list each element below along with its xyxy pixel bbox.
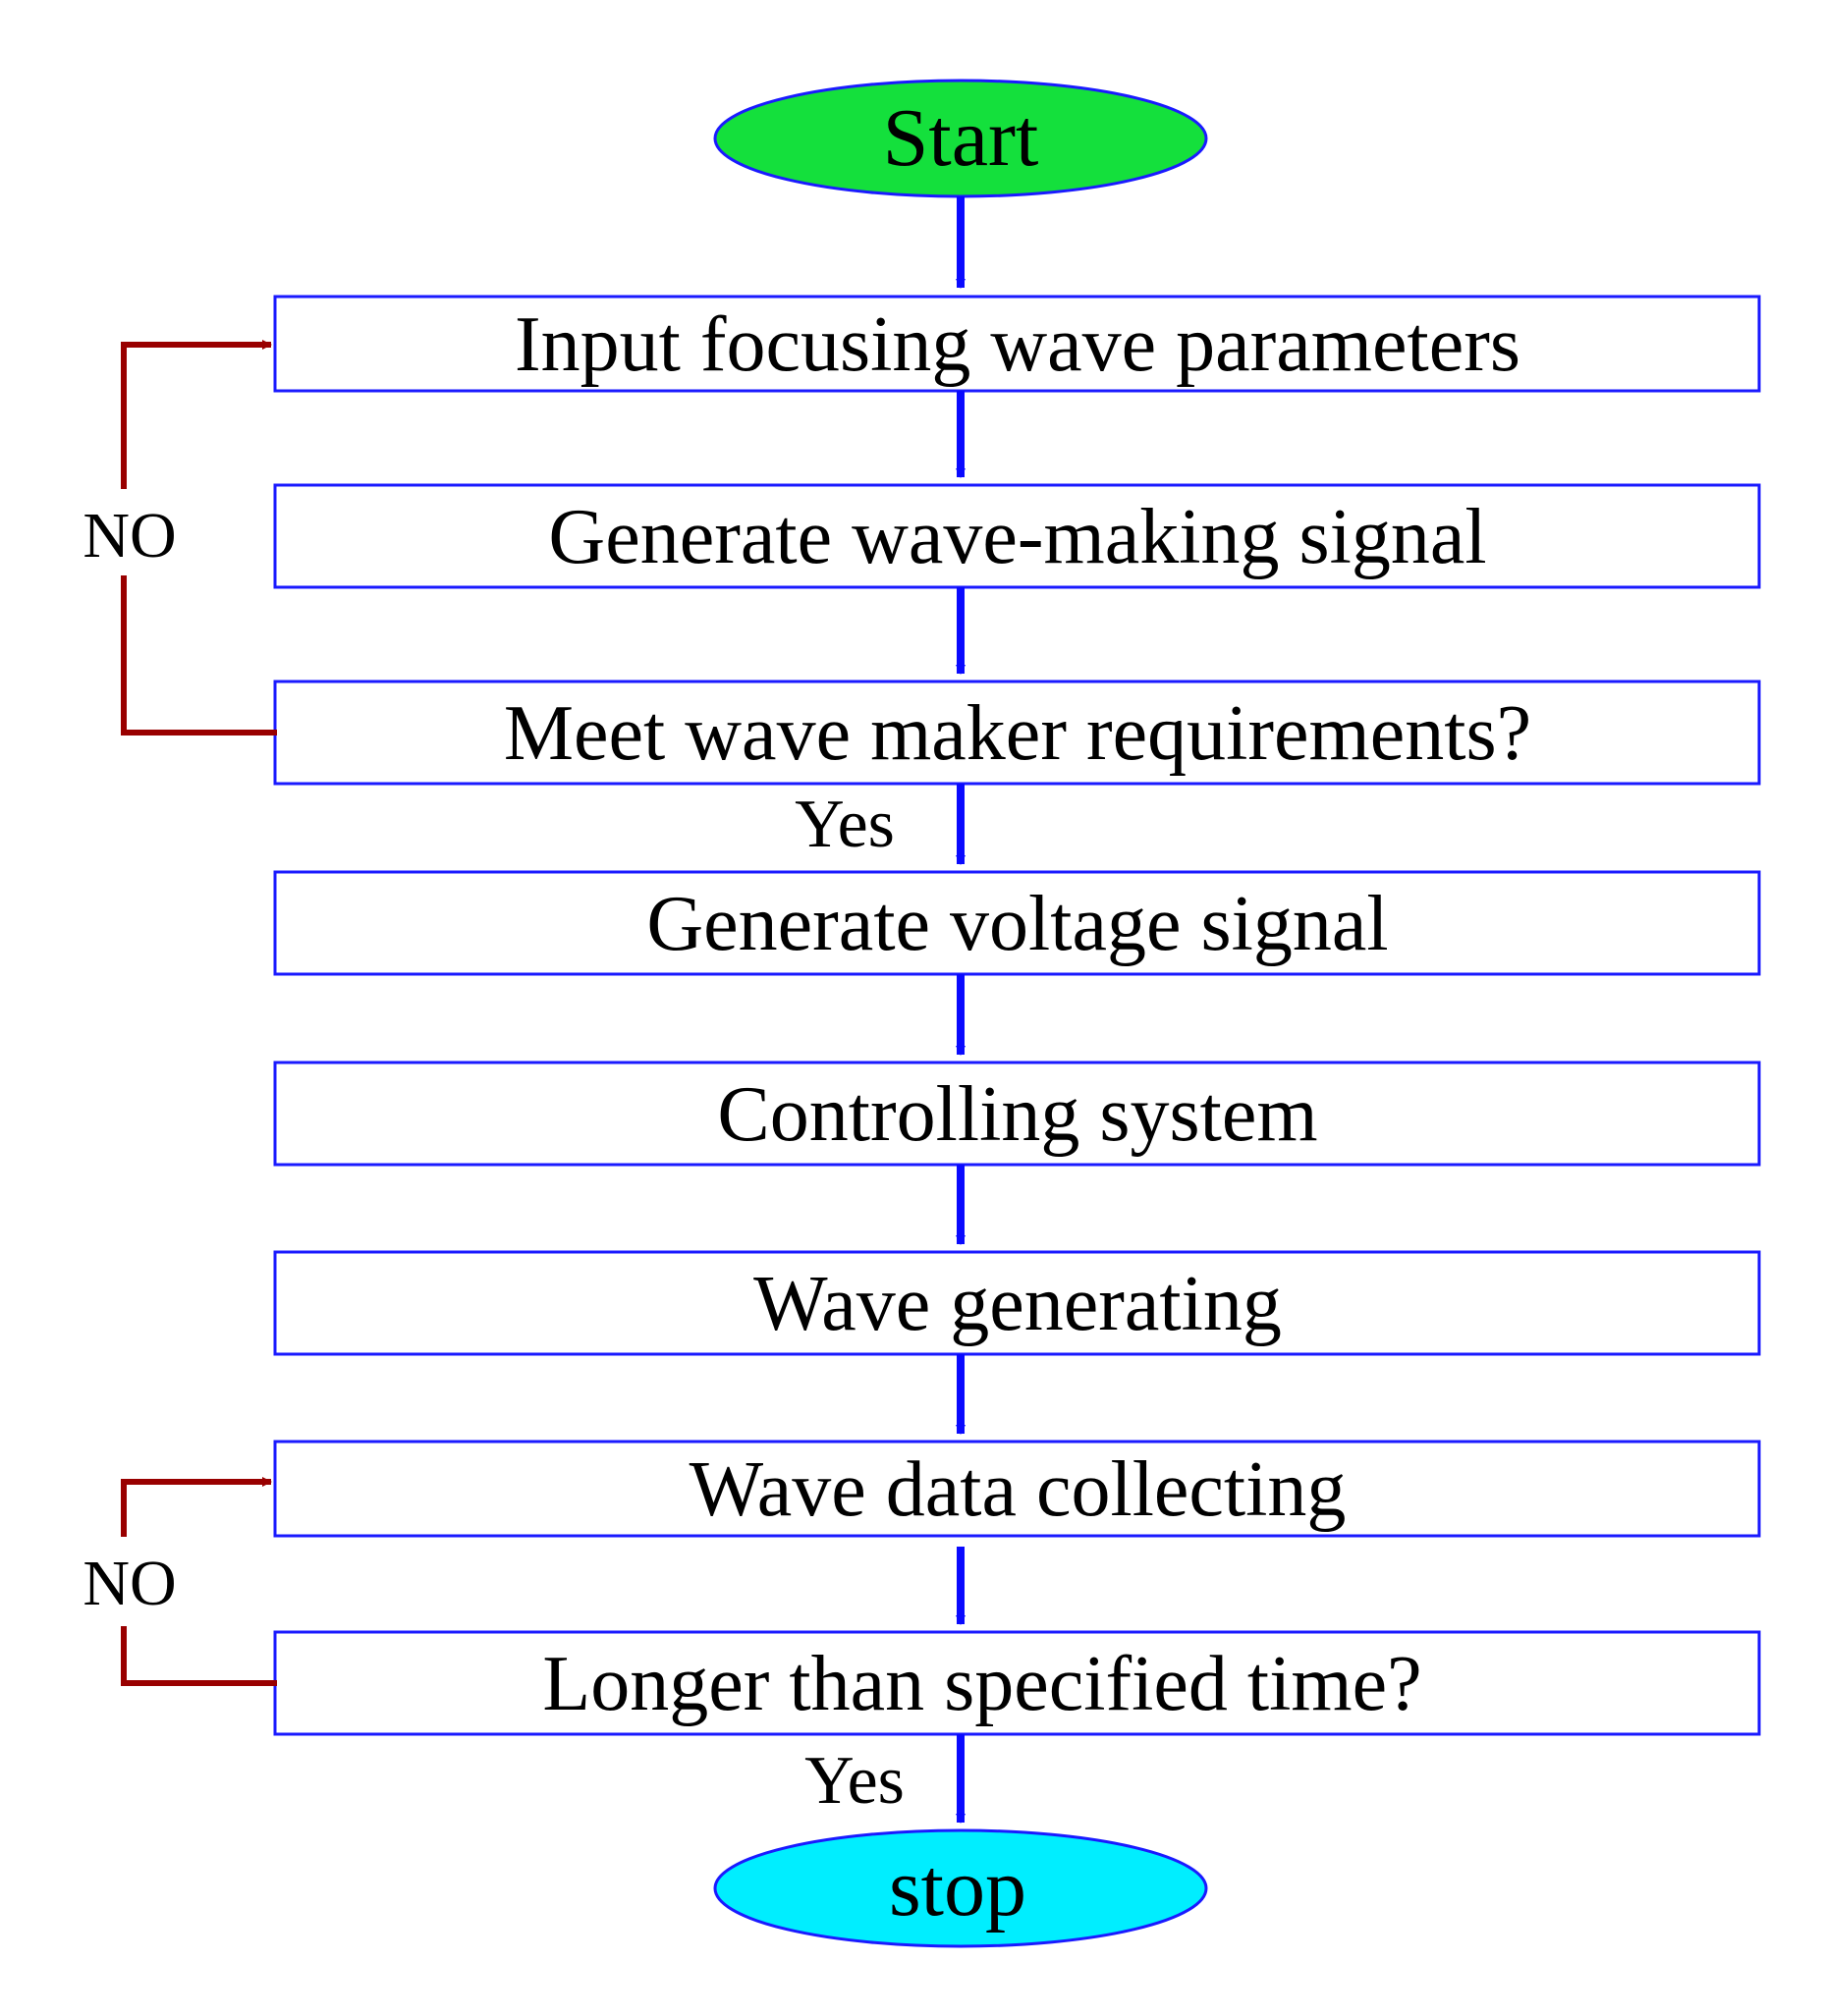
yes-label-1: Yes [795,787,895,862]
step-wave-generating [273,1250,1761,1356]
step-data-collecting [273,1440,1761,1538]
yes-label-2: Yes [804,1743,905,1819]
no-label-2: NO [83,1548,176,1619]
step-data-collecting-label: Wave data collecting [690,1446,1347,1533]
stop-terminal [713,1828,1208,1948]
step-meet-requirements-label: Meet wave maker requirements? [504,690,1531,777]
step-longer-than-time-label: Longer than specified time? [542,1641,1421,1727]
step-meet-requirements [273,680,1761,786]
step-controlling-label: Controlling system [717,1071,1317,1158]
step-input-params-label: Input focusing wave parameters [515,301,1520,388]
step-input-params [273,295,1761,393]
step-generate-voltage [273,870,1761,976]
no-loop-1-lower [121,575,277,736]
step-generate-signal [273,483,1761,589]
step-wave-generating-label: Wave generating [753,1261,1282,1347]
step-generate-voltage-label: Generate voltage signal [646,881,1388,967]
no-loop-2-upper [121,1477,272,1537]
step-controlling [273,1061,1761,1167]
loop-arrows [121,340,277,1686]
no-loop-2-lower [121,1626,277,1686]
stop-label: stop [889,1842,1026,1934]
start-label: Start [883,92,1039,184]
no-loop-1-upper [121,340,272,489]
step-generate-signal-label: Generate wave-making signal [548,494,1486,580]
no-label-1: NO [83,500,176,572]
